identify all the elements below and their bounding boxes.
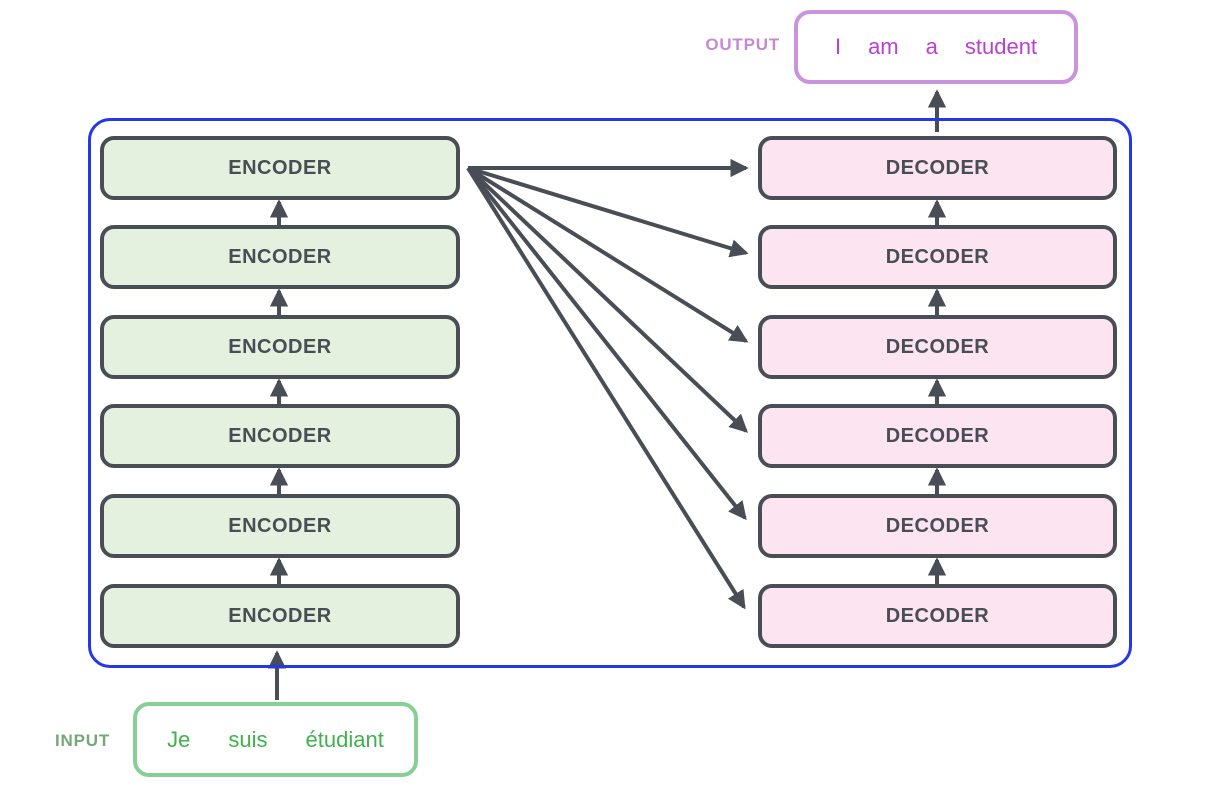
decoder-label: DECODER bbox=[885, 604, 990, 627]
decoder-box: DECODER bbox=[758, 584, 1117, 648]
input-caption: INPUT bbox=[55, 731, 110, 750]
input-word: Je bbox=[167, 726, 191, 752]
output-word: I bbox=[834, 34, 842, 59]
output-word: am bbox=[868, 34, 899, 59]
decoder-label: DECODER bbox=[885, 156, 990, 179]
decoder-box: DECODER bbox=[758, 136, 1117, 200]
encoder-label: ENCODER bbox=[228, 514, 332, 537]
decoder-label: DECODER bbox=[885, 245, 990, 268]
encoder-box: ENCODER bbox=[100, 404, 460, 468]
encoder-label: ENCODER bbox=[228, 156, 332, 179]
encoder-decoder-container bbox=[88, 118, 1132, 668]
decoder-box: DECODER bbox=[758, 494, 1117, 558]
encoder-label: ENCODER bbox=[228, 424, 332, 447]
decoder-label: DECODER bbox=[885, 335, 990, 358]
encoder-label: ENCODER bbox=[228, 335, 332, 358]
encoder-box: ENCODER bbox=[100, 225, 460, 289]
decoder-box: DECODER bbox=[758, 225, 1117, 289]
output-word: student bbox=[964, 34, 1038, 59]
decoder-box: DECODER bbox=[758, 315, 1117, 379]
output-sentence-box: I am a student bbox=[794, 10, 1078, 84]
encoder-box: ENCODER bbox=[100, 494, 460, 558]
input-word: étudiant bbox=[305, 726, 384, 752]
input-sentence-box: Je suis étudiant bbox=[133, 702, 418, 777]
output-word: a bbox=[925, 34, 938, 59]
input-word: suis bbox=[228, 726, 268, 752]
encoder-label: ENCODER bbox=[228, 245, 332, 268]
encoder-box: ENCODER bbox=[100, 315, 460, 379]
encoder-box: ENCODER bbox=[100, 136, 460, 200]
output-caption: OUTPUT bbox=[705, 35, 780, 54]
decoder-label: DECODER bbox=[885, 514, 990, 537]
decoder-box: DECODER bbox=[758, 404, 1117, 468]
encoder-label: ENCODER bbox=[228, 604, 332, 627]
encoder-box: ENCODER bbox=[100, 584, 460, 648]
decoder-label: DECODER bbox=[885, 424, 990, 447]
